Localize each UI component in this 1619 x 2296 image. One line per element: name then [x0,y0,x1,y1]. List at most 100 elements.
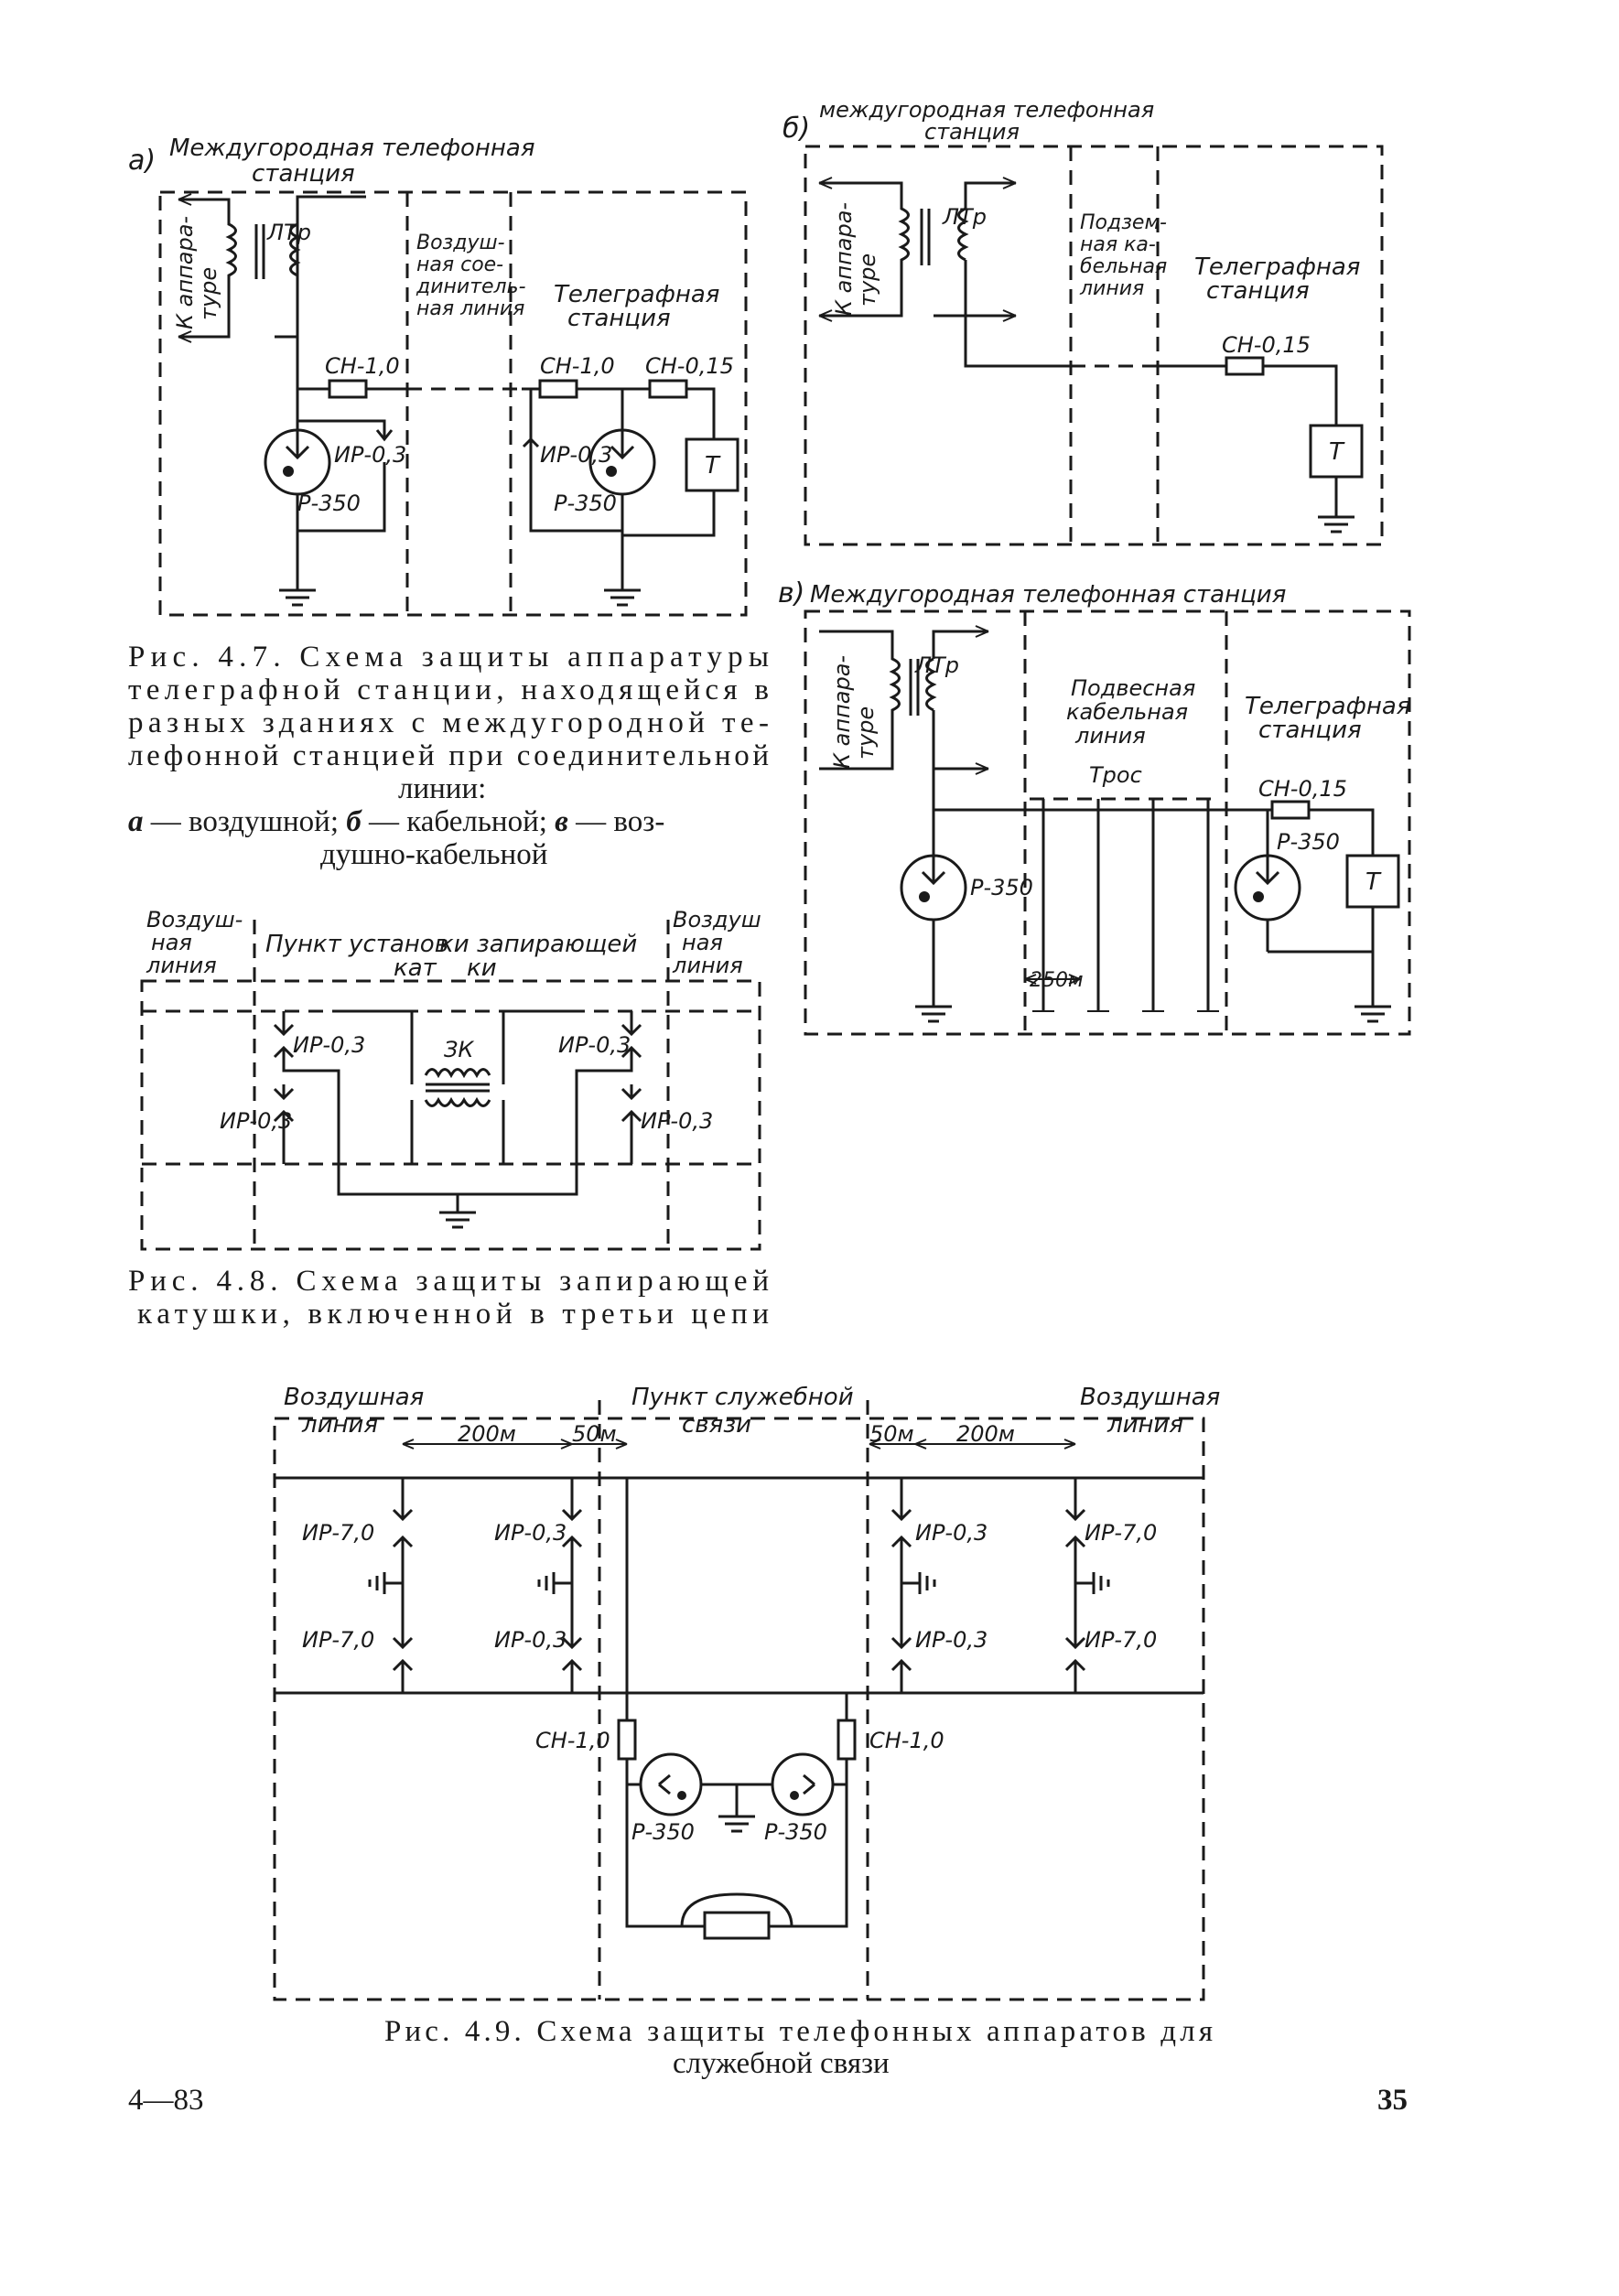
fig-4-8-center-label: Пункт установ ки запирающей кат ки [265,931,637,982]
fig-4-7a-title-line2: станция [252,160,355,188]
fig-4-9-d1-label: 200м [458,1421,516,1447]
fig-4-7a-ltr-label: ЛТр [266,220,311,245]
fig-4-7a-ir1-label: ИР-0,3 [334,442,406,468]
fig-4-7c-letter: в) [778,577,804,609]
fig-4-7b-station-label: Телеграфная [1194,253,1360,281]
fig-4-7b-side-label: К аппара- туре [831,202,880,316]
svg-text:К аппара-: К аппара- [172,216,198,329]
fig-4-9-r-left-label: Р-350 [631,1819,695,1845]
fig-4-9-d4-label: 200м [956,1421,1015,1447]
fig-4-9-sn-fuse-left [617,1719,637,1761]
fig-4-7c-title: Междугородная телефонная станция [810,581,1286,609]
svg-text:катушки, включенной в третьи ц: катушки, включенной в третьи цепи [137,1298,769,1331]
fig-4-7c-sn-fuse [1270,800,1311,820]
fig-4-9-ir-bot-1: ИР-7,0 [302,1627,374,1653]
fig-4-7a-r1-label: Р-350 [297,490,361,516]
fig-4-7c-telegraph-box [1345,854,1400,909]
fig-4-7c-ground-rods [1032,799,1219,1012]
fig-4-8-right-label: Воздуш ная линия [672,907,761,978]
svg-text:Воздуш-: Воздуш- [146,907,243,932]
fig-4-8-left-label: Воздуш- ная линия [146,907,243,978]
fig-4-7c-dist-marker [1024,974,1081,985]
svg-text:Рис. 4.8. Схема защиты запираю: Рис. 4.8. Схема защиты запирающей [128,1265,769,1298]
fig-4-7b-ground [1318,477,1355,534]
fig-4-9-arresters-col4 [1064,1478,1110,1693]
fig-4-8-frame [140,979,761,1251]
svg-text:линия: линия [672,953,743,978]
svg-text:туре: туре [853,706,879,760]
fig-4-9-d2-label: 50м [572,1421,617,1447]
svg-text:линии:: линии: [398,772,486,805]
fig-4-9-ir-top-4: ИР-7,0 [1085,1520,1157,1546]
fig-4-9-arresters-col1 [368,1478,414,1693]
fig-4-8-arrester-rt [575,1011,642,1164]
svg-text:душно-кабельной: душно-кабельной [320,838,547,871]
fig-4-8-ir2-label: ИР-0,3 [220,1108,292,1134]
svg-text:ная: ная [151,930,192,955]
fig-4-7a-sn2-fuse [538,379,578,399]
fig-4-9-drop-wires [625,1478,848,1720]
fig-4-7c-diagram: в) Междугородная телефонная станция К ап… [778,577,1411,1036]
fig-4-7a-r2-label: Р-350 [554,490,617,516]
svg-text:ки: ки [467,954,497,982]
fig-4-7c-dist-label: 250м [1030,969,1084,992]
fig-4-7a-ground-1 [279,531,316,607]
svg-text:туре: туре [855,253,880,307]
fig-4-9-arresters-col3 [890,1478,936,1693]
fig-4-8-ir4-label: ИР-0,3 [641,1108,713,1134]
fig-4-7a-title-line1: Междугородная телефонная [169,135,534,162]
fig-4-9-arrester-right [771,1752,835,1816]
fig-4-9-ir-top-3: ИР-0,3 [915,1520,988,1546]
fig-4-7a-sn2-label: СН-1,0 [540,353,615,379]
svg-text:ная линия: ная линия [416,297,524,320]
fig-4-8-arrester-rb [621,1084,642,1164]
fig-4-7b-title-line2: станция [924,119,1020,145]
fig-4-9-sn-right-label: СН-1,0 [869,1728,944,1753]
fig-4-7a-frame [158,190,748,617]
svg-text:кат: кат [394,954,437,982]
fig-4-7b-sn-fuse [1225,356,1265,376]
fig-4-9-caption: Рис. 4.9. Схема защиты телефонных аппара… [384,2015,1213,2080]
fig-4-7a-line-label: Воздуш- ная сое- динитель- ная линия [416,232,526,320]
fig-4-7a-station-label: Телеграфная [554,281,719,308]
fig-4-7a-ground-2 [604,494,641,607]
svg-text:Рис. 4.7. Схема защиты аппарат: Рис. 4.7. Схема защиты аппаратуры [128,641,769,674]
fig-4-9-ir-top-1: ИР-7,0 [302,1520,374,1546]
svg-text:туре: туре [196,267,221,320]
fig-4-7a-diagram: а) Междугородная телефонная станция К ап… [128,135,748,617]
fig-4-9-center-label: Пункт служебной связи [631,1384,854,1439]
svg-text:Подвесная: Подвесная [1071,675,1195,701]
fig-4-7a-sn1-label: СН-1,0 [325,353,400,379]
fig-4-7c-r1-label: Р-350 [970,875,1033,900]
fig-4-9-ir-bot-2: ИР-0,3 [494,1627,567,1653]
fig-4-8-bottom-wire [337,1164,578,1196]
fig-4-8-arrester-lb [273,1084,295,1164]
fig-4-9-arresters-col2 [537,1478,583,1693]
fig-4-8-diagram: Воздуш- ная линия Пункт установ ки запир… [140,907,761,1251]
fig-4-9-left-label: Воздушная линия [284,1384,424,1439]
svg-text:Пункт установ: Пункт установ [265,931,448,958]
fig-4-7c-sn-label: СН-0,15 [1258,776,1347,802]
svg-text:связи: связи [682,1411,751,1439]
fig-4-7c-ground-2 [1355,952,1391,1023]
svg-text:линия: линия [146,953,217,978]
svg-text:линия: линия [1106,1411,1183,1439]
fig-4-7-caption: Рис. 4.7. Схема защиты аппаратуры телегр… [128,641,769,871]
fig-4-7c-station-label: Телеграфная [1245,693,1410,720]
svg-text:лефонной станцией при соединит: лефонной станцией при соединительной [128,739,769,772]
svg-text:кабельная: кабельная [1066,699,1188,725]
svg-text:ная: ная [682,930,723,955]
fig-4-9-r-right-label: Р-350 [764,1819,827,1845]
fig-4-9-frame [273,1417,1205,2001]
svg-text:станция: станция [567,305,671,332]
fig-4-7c-t-label: Т [1365,868,1382,896]
svg-text:станция: станция [1258,717,1362,744]
svg-text:линия: линия [1079,277,1144,300]
fig-4-7b-diagram: б) междугородная телефонная станция К ап… [783,97,1384,546]
fig-4-7c-frame [804,609,1411,1036]
fig-4-7a-transformer: ЛТр [178,193,366,343]
svg-text:ки запирающей: ки запирающей [439,931,637,958]
svg-text:К аппара-: К аппара- [829,655,855,769]
fig-4-7a-side-label: К аппара- туре [172,216,221,329]
fig-4-7-caption-legend: а — воздушной; б — кабельной; в — воз- [128,805,664,838]
